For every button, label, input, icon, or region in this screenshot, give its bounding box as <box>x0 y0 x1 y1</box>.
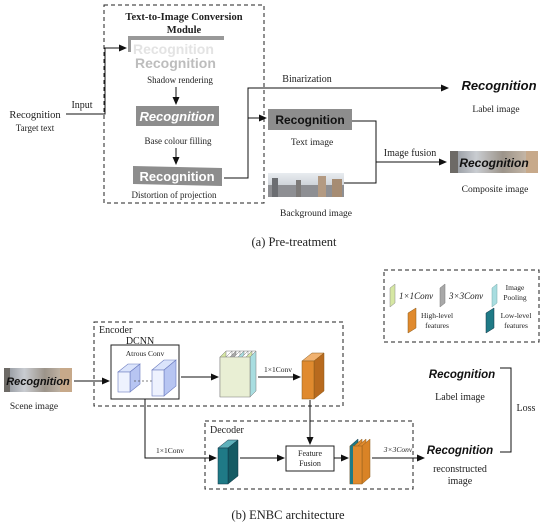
background-image <box>268 173 344 197</box>
scene-image: Recognition <box>4 368 72 392</box>
label-image-word-b: Recognition <box>429 369 495 381</box>
label-image-caption: Label image <box>472 105 519 115</box>
legend-pooling-line1: Image <box>506 283 525 292</box>
binarization-arrow <box>247 84 449 118</box>
module-title-line1: Text-to-Image Conversion <box>125 12 242 23</box>
base-colour-label: Base colour filling <box>145 136 212 146</box>
scene-caption: Scene image <box>10 402 58 412</box>
pretreatment-caption: (a) Pre-treatment <box>251 235 337 249</box>
high-level-feature <box>301 352 325 400</box>
distortion-image: Recognition <box>133 166 222 186</box>
distortion-label: Distortion of projection <box>132 190 217 200</box>
recon-caption-line1: reconstructed <box>433 464 487 475</box>
encoder-feature-stack <box>219 350 257 398</box>
loss-bracket <box>500 367 512 453</box>
composite-image: Recognition <box>450 151 538 173</box>
input-arrow <box>66 44 127 115</box>
conv1x1-b-label: 1×1Conv <box>156 446 184 455</box>
legend-conv1-label: 1×1Conv <box>399 291 433 301</box>
base-word: Recognition <box>139 109 214 124</box>
pretreatment-section: Text-to-Image Conversion Module Recognit… <box>9 4 538 249</box>
loss-label: Loss <box>517 403 536 414</box>
encoder-box <box>93 321 344 407</box>
text-to-fusion-line <box>352 120 377 162</box>
atrous-to-low-arrow <box>144 399 217 462</box>
legend-low-swatch <box>485 307 495 334</box>
feature-fusion-box <box>285 445 335 472</box>
conv3x3-label: 3×3Conv <box>383 445 413 454</box>
feature-fusion-line2: Fusion <box>299 459 321 468</box>
input-label: Input <box>71 100 92 111</box>
dcnn-label: DCNN <box>126 336 154 347</box>
image-fusion-label: Image fusion <box>384 148 437 159</box>
recon-word: Recognition <box>427 445 493 457</box>
text-image-word: Recognition <box>275 113 344 127</box>
legend-high-line1: High-level <box>421 311 453 320</box>
text-image-caption: Text image <box>291 138 333 148</box>
encoder-label: Encoder <box>99 325 133 336</box>
atrous-cube-large <box>151 359 177 397</box>
atrous-cube-small <box>117 363 141 393</box>
legend-pooling-swatch <box>491 283 498 308</box>
distortion-to-text-arrow <box>224 114 267 179</box>
target-text-label: Target text <box>16 123 55 133</box>
text-image: Recognition <box>268 109 352 130</box>
composite-caption: Composite image <box>462 185 529 195</box>
legend-low-line2: features <box>504 321 528 330</box>
legend-low-line1: Low-level <box>501 311 532 320</box>
scene-word: Recognition <box>6 376 70 388</box>
legend-high-line2: features <box>425 321 449 330</box>
background-to-fusion-line <box>344 162 377 184</box>
shadow-word: Recognition <box>135 55 216 71</box>
base-colour-image: Recognition <box>136 106 219 126</box>
feature-fusion-line1: Feature <box>298 449 322 458</box>
legend-conv1-swatch <box>389 283 396 308</box>
recon-caption-line2: image <box>448 476 473 487</box>
composite-word: Recognition <box>459 156 528 170</box>
target-word: Recognition <box>9 110 61 121</box>
conv1x1-a-label: 1×1Conv <box>264 365 292 374</box>
legend-high-swatch <box>407 307 417 334</box>
enbc-caption: (b) ENBC architecture <box>231 508 345 522</box>
shadow-rendering-image: Recognition Recognition <box>128 36 224 71</box>
legend-pooling-line2: Pooling <box>503 293 527 302</box>
atrous-conv-label: Atrous Conv <box>126 349 165 358</box>
legend: 1×1Conv 3×3Conv Image Pooling High-level… <box>383 269 540 343</box>
background-caption: Background image <box>280 209 352 219</box>
conversion-module-box <box>103 4 265 204</box>
decoder-box <box>204 420 414 490</box>
binarization-label: Binarization <box>282 74 331 85</box>
distort-word: Recognition <box>139 169 214 184</box>
legend-conv3-label: 3×3Conv <box>448 291 483 301</box>
legend-box <box>383 269 540 343</box>
low-level-feature <box>217 439 239 485</box>
shadow-rendering-label: Shadow rendering <box>147 75 213 85</box>
legend-conv3-swatch <box>439 283 446 308</box>
enbc-section: Encoder DCNN Atrous Conv <box>4 321 536 522</box>
label-image-caption-b: Label image <box>435 392 485 403</box>
label-image-word: Recognition <box>461 78 536 93</box>
decoder-feature-stack <box>349 438 371 485</box>
module-title-line2: Module <box>167 25 202 36</box>
shadow-word-back: Recognition <box>133 41 214 57</box>
decoder-label: Decoder <box>210 425 245 436</box>
